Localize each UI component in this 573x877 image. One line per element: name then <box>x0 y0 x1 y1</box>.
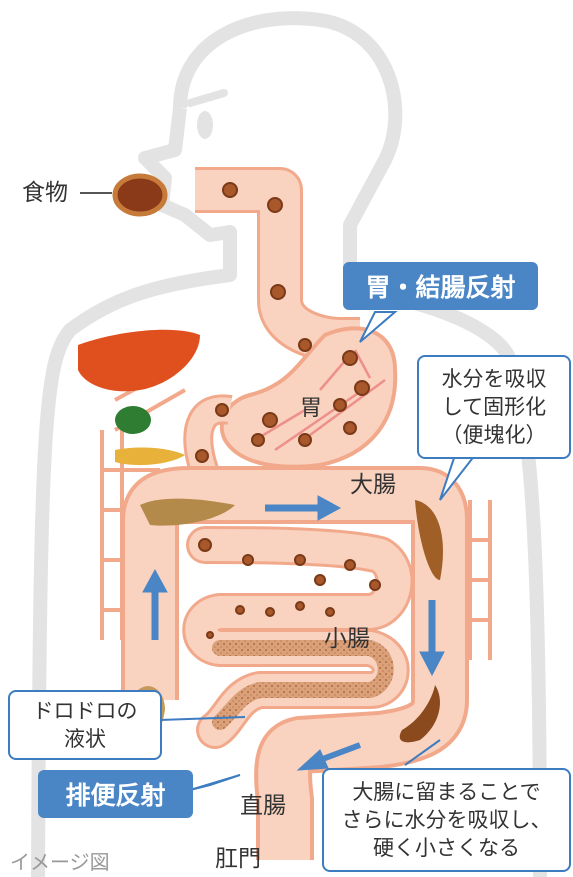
tag-gastrocolic-reflex: 胃・結腸反射 <box>343 262 538 310</box>
label-rectum: 直腸 <box>240 795 286 818</box>
callout-absorb-line2: して固形化 <box>419 393 569 421</box>
label-food: 食物 <box>22 182 68 205</box>
callout-muddy-line2: 液状 <box>10 725 160 753</box>
eyebrow <box>190 93 224 103</box>
label-small-intestine: 小腸 <box>324 628 370 651</box>
callout-retain-line2: さらに水分を吸収し、 <box>324 806 569 834</box>
callout-absorb-line3: （便塊化） <box>419 421 569 449</box>
label-anus: 肛門 <box>215 848 261 871</box>
eye <box>197 111 213 139</box>
callout-absorb-line1: 水分を吸収 <box>419 365 569 393</box>
label-stomach: 胃 <box>300 398 322 420</box>
liver <box>78 330 200 392</box>
callout-muddy-line1: ドロドロの <box>10 697 160 725</box>
image-note: イメージ図 <box>10 852 110 872</box>
callout-retain-in-colon: 大腸に留まることで さらに水分を吸収し、 硬く小さくなる <box>322 768 571 872</box>
callout-absorb-water: 水分を吸収 して固形化 （便塊化） <box>417 355 571 459</box>
gallbladder <box>115 406 151 434</box>
callout-retain-line3: 硬く小さくなる <box>324 834 569 862</box>
food-item <box>115 176 165 214</box>
callout-muddy-liquid: ドロドロの 液状 <box>8 690 162 760</box>
callout-retain-line1: 大腸に留まることで <box>324 778 569 806</box>
pancreas <box>115 448 185 466</box>
tag-defecation-reflex: 排便反射 <box>38 770 193 818</box>
label-large-intestine: 大腸 <box>350 474 396 497</box>
